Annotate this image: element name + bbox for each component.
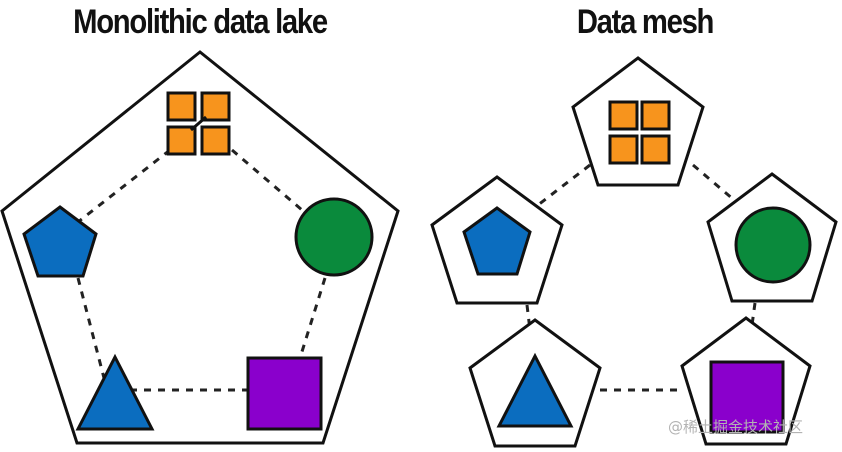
circle-icon <box>294 197 374 277</box>
data-lake-connections <box>76 148 327 392</box>
connector-pentagon-triangle <box>76 277 106 379</box>
data-mesh-title: Data mesh <box>576 3 715 41</box>
connector-grid-circle <box>231 148 303 212</box>
circle-icon <box>734 206 812 284</box>
mesh-connector-grid-pentagon <box>537 163 591 207</box>
four-square-grid-icon <box>608 100 671 165</box>
pentagon-domain-node <box>430 175 564 305</box>
circle-domain-node <box>706 172 838 303</box>
triangle-icon <box>496 352 574 428</box>
connector-grid-pentagon <box>77 148 171 224</box>
four-square-grid-icon <box>166 91 231 156</box>
triangle-icon <box>75 353 155 431</box>
data-lake-boundary <box>0 50 400 445</box>
square-domain-node <box>680 316 812 446</box>
square-icon <box>246 356 323 431</box>
grid-domain-node <box>571 56 705 187</box>
monolithic-data-lake-title: Monolithic data lake <box>73 3 328 41</box>
square-icon <box>709 360 785 434</box>
data-mesh-group <box>430 56 838 448</box>
mesh-connector-grid-circle <box>692 163 741 207</box>
pentagon-icon <box>462 206 532 276</box>
monolithic-data-lake-group <box>0 50 400 445</box>
pentagon-icon <box>22 205 98 278</box>
triangle-domain-node <box>468 318 602 448</box>
watermark-text: @稀土掘金技术社区 <box>668 418 804 436</box>
